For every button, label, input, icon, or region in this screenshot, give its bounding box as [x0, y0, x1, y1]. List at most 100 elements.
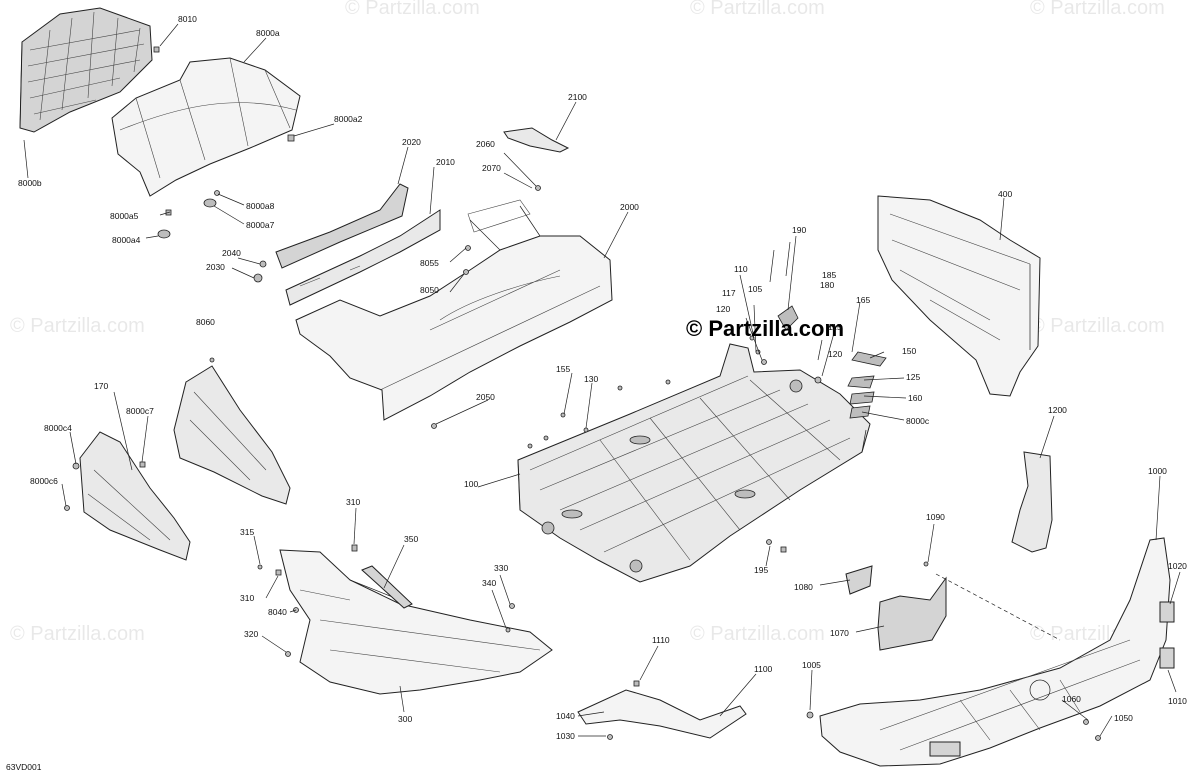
callout-170[interactable]: 8000c [906, 416, 930, 426]
callout-400[interactable]: 400 [998, 189, 1012, 199]
part-8000a-seat-cushion[interactable] [111, 57, 301, 197]
part-1060-screw[interactable] [1083, 719, 1089, 725]
callout-105[interactable]: 105 [748, 284, 762, 294]
callout-2070[interactable]: 2070 [482, 163, 501, 173]
part-8060-side-panel[interactable] [173, 357, 291, 505]
callout-115[interactable]: 115 [828, 322, 842, 332]
part-2070-nut[interactable] [535, 185, 541, 191]
callout-8000c7[interactable]: 8000c7 [126, 406, 154, 416]
part-340-washer[interactable] [505, 627, 511, 633]
part-300-footwell[interactable] [279, 549, 553, 695]
callout-1040[interactable]: 1040 [556, 711, 575, 721]
callout-1020[interactable]: 1020 [1168, 561, 1187, 571]
callout-2030[interactable]: 2030 [206, 262, 225, 272]
callout-2050[interactable]: 2050 [476, 392, 495, 402]
callout-8060[interactable]: 8060 [196, 317, 215, 327]
callout-330[interactable]: 330 [494, 563, 508, 573]
callout-300[interactable]: 300 [398, 714, 412, 724]
callout-340[interactable]: 340 [482, 578, 496, 588]
callout-1010[interactable]: 1010 [1168, 696, 1187, 706]
callout-195[interactable]: 195 [754, 565, 768, 575]
part-320-screw[interactable] [285, 651, 291, 657]
part-310-clip[interactable] [275, 569, 282, 576]
callout-185[interactable]: 185 [822, 270, 836, 280]
callout-1070[interactable]: 1070 [830, 628, 849, 638]
callout-8010[interactable]: 8010 [178, 14, 197, 24]
callout-350[interactable]: 350 [404, 534, 418, 544]
part-315-screw[interactable] [257, 564, 263, 570]
callout-2010[interactable]: 2010 [436, 157, 455, 167]
callout-1090[interactable]: 1090 [926, 512, 945, 522]
callout-120[interactable]: 120 [828, 349, 842, 359]
callout-1000[interactable]: 1000 [1148, 466, 1167, 476]
callout-100[interactable]: 100 [464, 479, 478, 489]
part-8000c-side-panel[interactable] [64, 431, 191, 561]
callout-150[interactable]: 150 [902, 346, 916, 356]
callout-1110[interactable]: 1110 [652, 635, 670, 645]
callout-120[interactable]: 120 [716, 304, 730, 314]
callout-2000[interactable]: 2000 [620, 202, 639, 212]
callout-1060[interactable]: 1060 [1062, 694, 1081, 704]
part-1090-clip[interactable] [923, 561, 929, 567]
part-1110-clip[interactable] [633, 680, 640, 687]
callout-8000a2[interactable]: 8000a2 [334, 114, 363, 124]
callout-310[interactable]: 310 [240, 593, 254, 603]
part-400-side-panel[interactable] [877, 195, 1041, 397]
part-100-floor-pan[interactable] [517, 343, 871, 583]
callout-165[interactable]: 165 [856, 295, 870, 305]
part-8000a7-grommet[interactable] [203, 198, 217, 208]
callout-117[interactable]: 117 [722, 288, 736, 298]
callout-2100[interactable]: 2100 [568, 92, 587, 102]
callout-1005[interactable]: 1005 [802, 660, 821, 670]
part-2000-center-console[interactable] [295, 199, 613, 421]
callout-1200[interactable]: 1200 [1048, 405, 1067, 415]
callout-180[interactable]: 180 [820, 280, 834, 290]
part-8010-clip[interactable] [153, 46, 160, 53]
part-1050-screw[interactable] [1095, 735, 1101, 741]
callout-190[interactable]: 190 [792, 225, 806, 235]
part-2100-bracket[interactable] [503, 127, 570, 153]
callout-2040[interactable]: 2040 [222, 248, 241, 258]
callout-2060[interactable]: 2060 [476, 139, 495, 149]
callout-8000a4[interactable]: 8000a4 [112, 235, 141, 245]
part-1010-grille[interactable] [1159, 647, 1175, 669]
part-1000-front-fascia[interactable] [819, 537, 1171, 767]
part-2050-screw[interactable] [431, 423, 437, 429]
part-330-nut[interactable] [509, 603, 515, 609]
callout-160[interactable]: 160 [908, 393, 922, 403]
callout-8000a[interactable]: 8000a [256, 28, 280, 38]
part-1100-bracket[interactable] [577, 689, 747, 739]
part-310-clip[interactable] [351, 544, 358, 552]
callout-8040[interactable]: 8040 [268, 607, 287, 617]
part-1030-screw[interactable] [607, 734, 613, 740]
callout-125[interactable]: 155 [556, 364, 570, 374]
part-2010-console-panel[interactable] [275, 183, 441, 306]
callout-155[interactable]: 125 [906, 372, 920, 382]
part-8050-screw[interactable] [463, 269, 469, 275]
callout-8055[interactable]: 8055 [420, 258, 439, 268]
part-8055-nut[interactable] [465, 245, 471, 251]
part-8000a2-clip[interactable] [287, 134, 295, 142]
callout-8000c4[interactable]: 8000c4 [44, 423, 72, 433]
callout-8000a7[interactable]: 8000a7 [246, 220, 275, 230]
part-2040-clip[interactable] [259, 260, 267, 268]
callout-8000c6[interactable]: 8000c6 [30, 476, 58, 486]
part-1200-bracket[interactable] [1011, 451, 1053, 553]
callout-110[interactable]: 110 [734, 264, 748, 274]
callout-8000a5[interactable]: 8000a5 [110, 211, 139, 221]
part-1070-bracket[interactable] [877, 576, 947, 651]
callout-1030[interactable]: 1030 [556, 731, 575, 741]
callout-310[interactable]: 310 [346, 497, 360, 507]
part-8000a8-screw[interactable] [214, 190, 220, 196]
callout-8050[interactable]: 8050 [420, 285, 439, 295]
part-8000a4-grommet[interactable] [157, 229, 171, 239]
part-350-strip[interactable] [361, 565, 413, 609]
callout-2020[interactable]: 2020 [402, 137, 421, 147]
callout-130[interactable]: 130 [584, 374, 598, 384]
callout-1050[interactable]: 1050 [1114, 713, 1133, 723]
part-8000b-seat-back[interactable] [19, 7, 153, 133]
callout-8000a8[interactable]: 8000a8 [246, 201, 275, 211]
part-1005-screw[interactable] [806, 711, 814, 719]
part-1020-grille[interactable] [1159, 601, 1175, 623]
part-2030-screw[interactable] [253, 273, 263, 283]
